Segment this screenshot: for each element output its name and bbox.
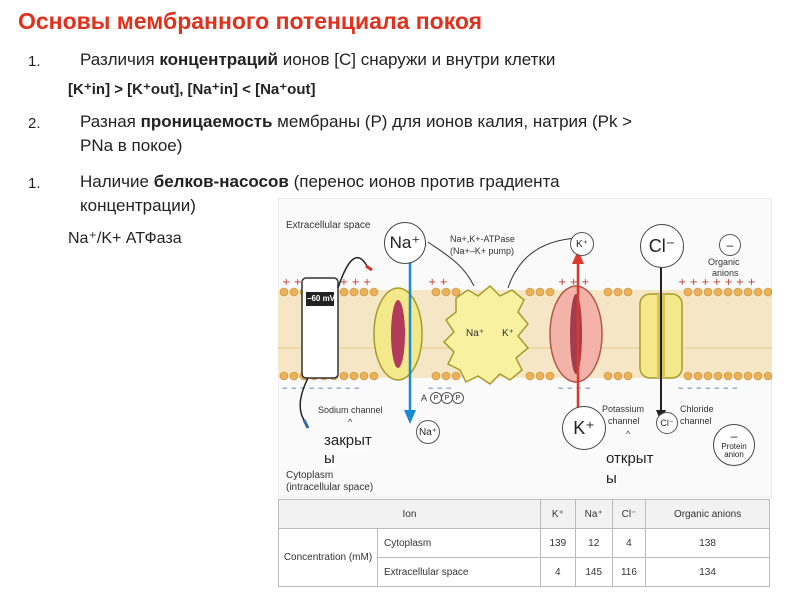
open-note-1: открыт bbox=[606, 450, 654, 468]
table-header-na: Na⁺ bbox=[574, 499, 613, 529]
extracellular-label: Extracellular space bbox=[286, 220, 371, 231]
potassium-channel-shape bbox=[549, 285, 603, 383]
table-cell: 139 bbox=[539, 528, 576, 558]
pump-title-2: (Na+–K+ pump) bbox=[450, 246, 515, 256]
table-row-label: Concentration (mM) bbox=[278, 528, 378, 587]
potassium-ion-inside: K⁺ bbox=[562, 406, 606, 450]
svg-text:– – –: – – – bbox=[428, 381, 452, 394]
point-1-prefix: Различия bbox=[80, 50, 160, 69]
organic-label-2: anions bbox=[712, 268, 739, 278]
pump-na-curve bbox=[427, 241, 475, 287]
table-header-row: Ion K⁺ Na⁺ Cl⁻ Organic anions bbox=[278, 499, 770, 529]
concentration-formula: [K⁺in] > [K⁺out], [Na⁺in] < [Na⁺out] bbox=[68, 81, 316, 98]
closed-note-2: ы bbox=[324, 450, 335, 468]
phosphate-icon-3: P bbox=[452, 392, 464, 404]
point-3-text: Наличие белков-насосов (перенос ионов пр… bbox=[80, 172, 560, 192]
cytoplasm-label-1: Cytoplasm bbox=[286, 470, 334, 481]
potassium-ion-small-top: K⁺ bbox=[570, 232, 594, 256]
table-cell: 145 bbox=[574, 557, 613, 587]
sodium-arrowhead bbox=[404, 410, 416, 424]
point-3-prefix: Наличие bbox=[80, 172, 154, 191]
point-3-bold: белков-насосов bbox=[153, 172, 289, 191]
chloride-label-2: channel bbox=[680, 416, 712, 426]
sodium-channel-shape bbox=[373, 287, 423, 381]
point-2-prefix: Разная bbox=[80, 112, 141, 131]
point-1-number: 1. bbox=[28, 53, 41, 70]
pump-shape bbox=[442, 284, 530, 385]
table-header-cl: Cl⁻ bbox=[611, 499, 647, 529]
table-header-ion: Ion bbox=[278, 499, 541, 529]
cytoplasm-label-2: (intracellular space) bbox=[286, 482, 374, 493]
organic-label-1: Organic bbox=[708, 257, 740, 267]
voltmeter-display bbox=[306, 292, 334, 306]
sodium-ion-outside: Na⁺ bbox=[384, 222, 426, 264]
point-2-suffix: мембраны (P) для ионов калия, натрия (Pk… bbox=[272, 112, 633, 131]
point-1-bold: концентраций bbox=[159, 50, 278, 69]
open-note-2: ы bbox=[606, 470, 617, 488]
potassium-label-1: Potassium bbox=[602, 404, 645, 414]
chloride-ion-small-bottom: Cl⁻ bbox=[656, 412, 678, 434]
table-row: Extracellular space 4 145 116 134 bbox=[279, 557, 770, 587]
electrode-tip-bottom bbox=[302, 419, 310, 429]
table-cell: 12 bbox=[574, 528, 613, 558]
sodium-caret: ^ bbox=[348, 417, 353, 427]
lipid-bilayer bbox=[278, 290, 772, 378]
table-cell: 4 bbox=[539, 557, 576, 587]
table-header-organic: Organic anions bbox=[645, 499, 770, 529]
membrane-diagram: + + + + + + + ++ ++ + ++ + + + + + + – –… bbox=[278, 198, 772, 588]
sodium-channel-label: Sodium channel bbox=[318, 405, 383, 415]
protein-anion-icon: – Protein anion bbox=[713, 424, 755, 466]
point-2-text: Разная проницаемость мембраны (P) для ио… bbox=[80, 112, 632, 132]
svg-text:– – – –: – – – – bbox=[558, 381, 591, 394]
closed-note-1: закрыт bbox=[324, 432, 372, 450]
table-cell: 116 bbox=[611, 557, 647, 587]
point-3-suffix: (перенос ионов против градиента bbox=[288, 172, 560, 191]
point-1-text: Различия концентраций ионов [C] снаружи … bbox=[80, 50, 555, 70]
concentration-table: Ion K⁺ Na⁺ Cl⁻ Organic anions Concentrat… bbox=[278, 499, 770, 587]
point-3-number: 1. bbox=[28, 175, 41, 192]
potassium-label-2: channel bbox=[608, 416, 640, 426]
pump-k-curve bbox=[507, 237, 579, 289]
electrode-tip-top bbox=[365, 264, 373, 272]
svg-text:+ + +: + + + bbox=[558, 277, 590, 288]
atp-a-label: A bbox=[421, 393, 428, 403]
svg-text:+ +: + + bbox=[428, 277, 448, 288]
chloride-ion-outside: Cl⁻ bbox=[640, 224, 684, 268]
point-2-bold: проницаемость bbox=[140, 112, 273, 131]
negative-charges: – – – – – – – – –– – –– – – –– – – – – –… bbox=[282, 381, 737, 394]
table-cell: 4 bbox=[611, 528, 647, 558]
table-row: Concentration (mM) Cytoplasm 139 12 4 13… bbox=[278, 528, 770, 587]
chloride-label-1: Chloride bbox=[680, 404, 714, 414]
potassium-arrowhead bbox=[572, 250, 584, 264]
protein-label-2: anion bbox=[724, 450, 744, 460]
membrane-svg: + + + + + + + ++ ++ + ++ + + + + + + – –… bbox=[278, 198, 772, 498]
table-cell-extracellular: Extracellular space bbox=[377, 557, 541, 587]
point-2-number: 2. bbox=[28, 115, 41, 132]
slide-title: Основы мембранного потенциала покоя bbox=[18, 8, 483, 34]
protein-sign: – bbox=[730, 429, 738, 444]
protein-label-1: Protein bbox=[721, 441, 747, 451]
pump-label: Na⁺/K+ АТФаза bbox=[68, 230, 182, 247]
table-cell-cytoplasm: Cytoplasm bbox=[377, 528, 541, 558]
organic-anion-icon: – bbox=[719, 234, 741, 256]
potassium-caret: ^ bbox=[626, 429, 631, 439]
svg-text:– – – – – – –: – – – – – – – bbox=[678, 381, 737, 394]
pump-title-1: Na+,K+-ATPase bbox=[450, 234, 515, 244]
point-3-line2: концентрации) bbox=[80, 196, 196, 215]
pump-na-label: Na⁺ bbox=[466, 328, 485, 339]
electrode-wire-top bbox=[337, 256, 369, 289]
point-1-suffix: ионов [C] снаружи и внутри клетки bbox=[277, 50, 556, 69]
svg-text:– – – – – – – – –: – – – – – – – – – bbox=[282, 381, 359, 394]
voltage-readout: –60 mV bbox=[307, 294, 336, 303]
table-header-k: K⁺ bbox=[539, 499, 576, 529]
pump-k-label: K⁺ bbox=[502, 328, 514, 339]
table-cell: 138 bbox=[645, 528, 770, 558]
sodium-ion-small-bottom: Na⁺ bbox=[416, 420, 440, 444]
table-cell: 134 bbox=[645, 557, 770, 587]
svg-text:+ + + + + + +: + + + + + + + bbox=[678, 277, 756, 288]
point-2-line2: PNa в покое) bbox=[80, 136, 183, 155]
